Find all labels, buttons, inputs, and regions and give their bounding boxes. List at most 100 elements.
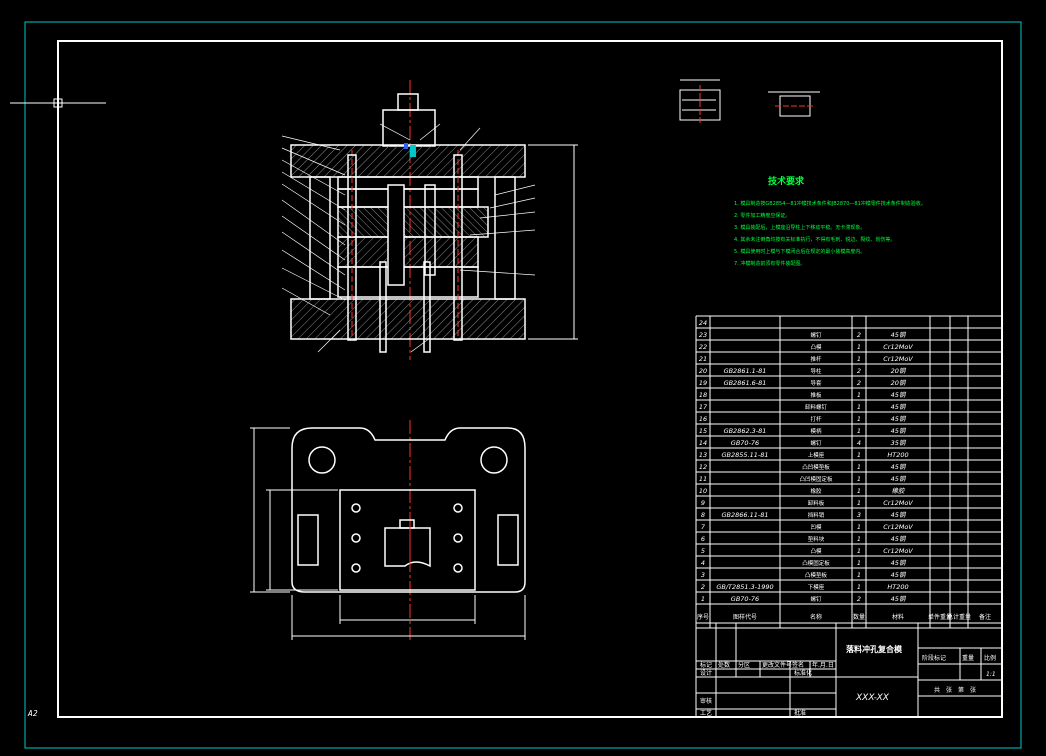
bom-cell-name: 垫料块	[808, 535, 825, 543]
bom-cell-qty: 1	[857, 415, 861, 423]
bom-header: 图样代号	[733, 613, 757, 621]
bom-cell-name: 凸凹模垫板	[802, 463, 830, 471]
bom-cell-no: 19	[699, 379, 707, 387]
rev-header: 年.月.日	[812, 661, 834, 669]
punch-retainer	[337, 188, 479, 208]
rev-header: 更改文件号	[762, 661, 792, 669]
leader-lines-left	[281, 135, 431, 353]
bom-cell-no: 15	[699, 427, 707, 435]
bom-cell-qty: 1	[857, 451, 861, 459]
rev-header: 处数	[718, 661, 730, 669]
bom-cell-mat: Cr12MoV	[883, 523, 913, 531]
bom-cell-qty: 4	[857, 439, 861, 447]
bom-cell-qty: 3	[857, 511, 861, 519]
bom-cell-name: 凸模垫板	[805, 571, 828, 579]
tech-req-title: 技术要求	[768, 175, 805, 187]
bom-cell-code: GB2855.11-81	[722, 451, 769, 459]
bom-cell-code: GB/T2851.3-1990	[716, 583, 773, 591]
bom-cell-no: 18	[699, 391, 707, 399]
bom-cell-qty: 1	[857, 523, 861, 531]
bom-cell-name: 凸模固定板	[802, 559, 830, 567]
bom-cell-name: 打杆	[810, 415, 822, 423]
bom-cell-name: 螺钉	[810, 439, 822, 447]
bom-cell-name: 橡胶	[810, 487, 822, 495]
bom-cell-qty: 1	[857, 391, 861, 399]
bom-cell-qty: 1	[857, 583, 861, 591]
bom-table	[695, 315, 1003, 629]
bom-cell-qty: 1	[857, 499, 861, 507]
bom-cell-no: 3	[701, 571, 705, 579]
die-plate-outline	[339, 489, 476, 591]
bom-cell-qty: 1	[857, 487, 861, 495]
bom-cell-no: 1	[701, 595, 705, 603]
bom-cell-mat: 45钢	[891, 463, 907, 471]
bom-header: 单件重量	[928, 613, 952, 621]
bom-cell-mat: 45钢	[891, 475, 907, 483]
die-block	[337, 236, 479, 268]
stage-header: 阶段标记	[922, 654, 946, 662]
bom-cell-mat: 45钢	[891, 571, 907, 579]
bom-cell-code: GB70-76	[731, 439, 759, 447]
title-block	[695, 622, 1003, 718]
rev-header: 分区	[738, 661, 750, 669]
bom-header: 备注	[979, 613, 991, 621]
bom-cell-qty: 1	[857, 463, 861, 471]
bom-cell-qty: 1	[857, 427, 861, 435]
bom-cell-no: 13	[699, 451, 707, 459]
bom-cell-mat: Cr12MoV	[883, 355, 913, 363]
design-label: 设计	[700, 669, 712, 677]
bom-cell-mat: 20钢	[891, 367, 907, 375]
bom-cell-mat: 45钢	[891, 559, 907, 567]
stripper-plate	[337, 266, 479, 298]
bom-cell-no: 2	[701, 583, 705, 591]
bom-cell-no: 6	[701, 535, 705, 543]
bom-cell-mat: 45钢	[891, 391, 907, 399]
part-outline	[384, 527, 431, 568]
bom-cell-code: GB2861.6-81	[724, 379, 767, 387]
guide-hole-left	[308, 446, 336, 474]
rev-header: 标记	[700, 661, 712, 669]
bom-header: 名称	[810, 613, 822, 621]
bom-cell-name: 凸凹模固定板	[799, 475, 833, 483]
title-block-text: 标记 处数 分区 更改文件号 签名 年.月.日 设计 标准化 审核 工艺 批准 …	[700, 644, 996, 717]
bom-cell-mat: HT200	[887, 583, 908, 591]
bom-cell-name: 下模座	[808, 583, 825, 591]
bom-cell-no: 22	[699, 343, 707, 351]
bom-header: 数量	[853, 613, 865, 621]
stripper-rubber	[337, 206, 489, 238]
front-section-view	[290, 80, 578, 360]
bom-cell-no: 16	[699, 415, 707, 423]
bom-cell-mat: 45钢	[891, 403, 907, 411]
bom-cell-no: 14	[699, 439, 707, 447]
bom-cell-no: 4	[701, 559, 705, 567]
guide-hole-right	[480, 446, 508, 474]
bom-cell-mat: Cr12MoV	[883, 343, 913, 351]
bom-cell-qty: 1	[857, 535, 861, 543]
bom-cell-mat: 20钢	[891, 379, 907, 387]
rev-header: 签名	[792, 661, 804, 669]
tech-req-item: 3. 模具装配后，上模座沿导柱上下移动平稳。无卡滞现象。	[734, 224, 865, 231]
drawing-number: XXX-XX	[855, 693, 890, 703]
tech-req-item: 1. 模具制造按GB2854—81冲模技术条件和JB2870—81冲模零件技术条…	[734, 200, 926, 207]
bom-cell-mat: 45钢	[891, 511, 907, 519]
technical-requirements: 技术要求 1. 模具制造按GB2854—81冲模技术条件和JB2870—81冲模…	[734, 175, 926, 267]
upper-die-seat	[290, 144, 526, 178]
sheets-label: 共 张 第 张	[934, 686, 976, 694]
bom-cell-no: 20	[699, 367, 707, 375]
tech-req-item: 5. 模具使用时上模与下模闭合后在规定的最小装模高度内。	[734, 248, 865, 255]
bom-header: 材料	[892, 613, 904, 621]
inner-punch	[387, 184, 405, 286]
bom-cell-mat: 45钢	[891, 535, 907, 543]
bom-cell-mat: HT200	[887, 451, 908, 459]
bom-cell-mat: Cr12MoV	[883, 499, 913, 507]
bom-cell-code: GB2866.11-81	[722, 511, 769, 519]
bom-cell-name: 挡料销	[808, 511, 825, 519]
shank	[397, 93, 419, 111]
bom-cell-qty: 1	[857, 403, 861, 411]
plan-view	[250, 420, 526, 640]
stage-header: 比例	[984, 654, 996, 662]
bom-cell-mat: 45钢	[891, 595, 907, 603]
bom-cell-qty: 2	[857, 367, 861, 375]
